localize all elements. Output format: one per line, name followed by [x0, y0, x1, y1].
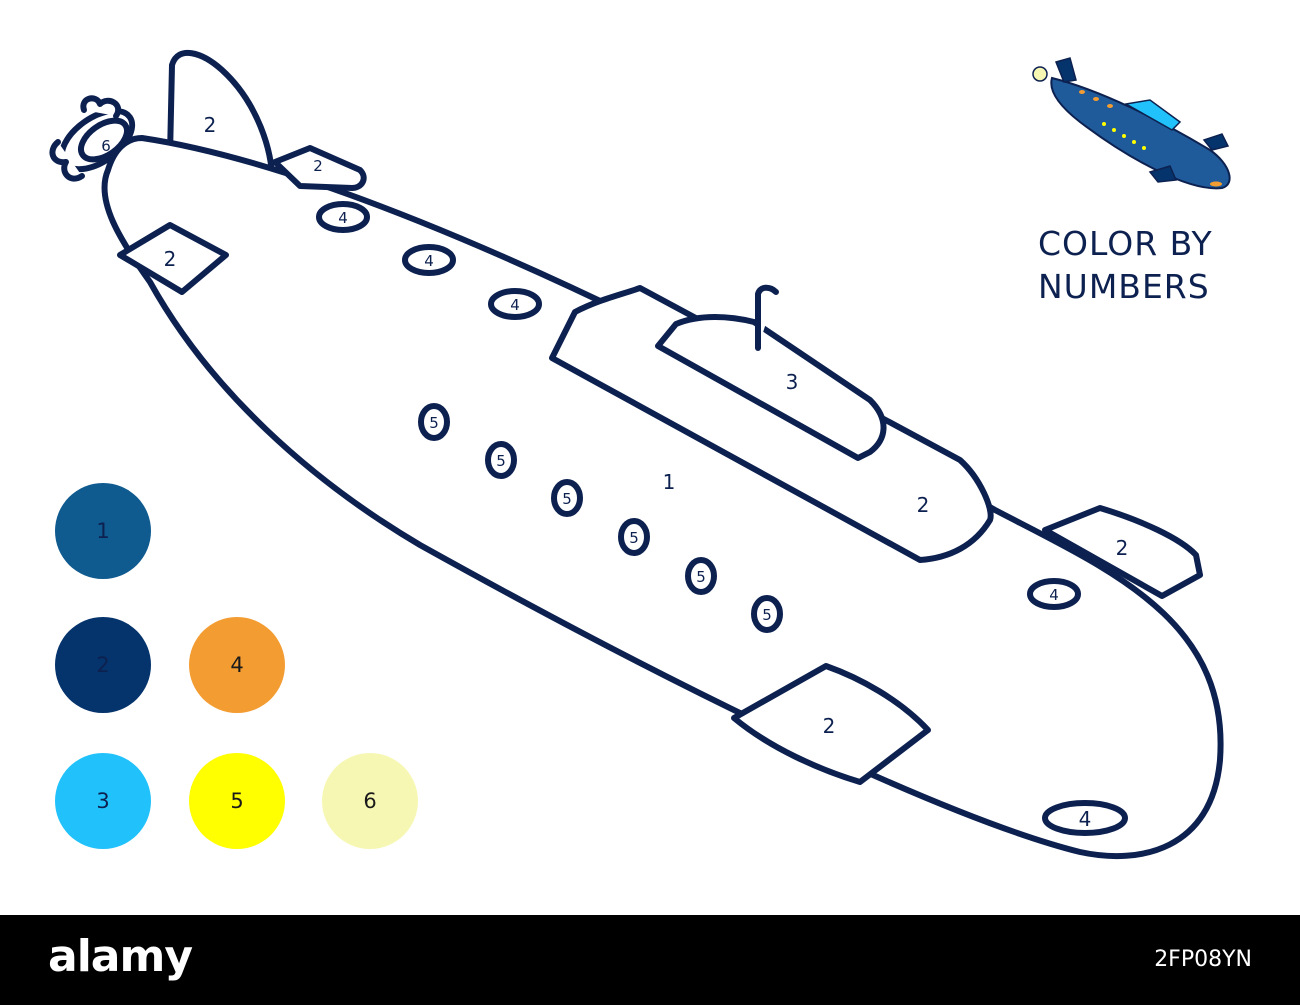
- window-number: 4: [338, 209, 348, 227]
- preview-porthole: [1132, 140, 1136, 144]
- hull-number: 1: [663, 470, 676, 494]
- porthole: 5: [485, 441, 517, 479]
- window: 4: [1042, 800, 1128, 836]
- swatch-label: 3: [96, 789, 109, 813]
- swatch-circle: [55, 617, 151, 713]
- preview-tower: [1123, 99, 1182, 131]
- preview-fin: [1054, 57, 1077, 83]
- porthole: 5: [551, 479, 583, 517]
- stern-plane-lower-number: 2: [164, 247, 177, 271]
- preview-porthole: [1112, 128, 1116, 132]
- window-number: 4: [424, 252, 434, 270]
- bow-plane-upper: 2: [1042, 505, 1203, 599]
- preview-window: [1079, 90, 1085, 94]
- stern-plane-upper-number: 2: [313, 157, 323, 175]
- window-number: 4: [1079, 807, 1092, 831]
- coloring-page: 6 2 1 2 2 2 3: [49, 49, 1231, 860]
- conning-tower: 2: [549, 285, 994, 563]
- swatch-circle: [189, 617, 285, 713]
- tower-top: 3: [655, 284, 887, 461]
- porthole: 5: [418, 403, 450, 441]
- porthole-number: 5: [762, 606, 772, 624]
- color-swatch: 6: [322, 753, 418, 849]
- preview-porthole: [1122, 134, 1126, 138]
- porthole-number: 5: [496, 452, 506, 470]
- window-number: 4: [1049, 586, 1059, 604]
- propeller-number: 6: [101, 137, 111, 155]
- bow-plane-lower: 2: [731, 663, 931, 785]
- stock-footer-bar: alamy 2FP08YN: [0, 915, 1300, 1005]
- porthole-number: 5: [562, 490, 572, 508]
- image-id: 2FP08YN: [1154, 947, 1252, 972]
- swatch-circle: [55, 753, 151, 849]
- swatch-label: 2: [96, 653, 109, 677]
- swatch-circle: [189, 753, 285, 849]
- submarine-outline: 6 2 1 2 2 2 3: [49, 49, 1224, 860]
- bow-plane-lower-number: 2: [823, 714, 836, 738]
- porthole: 5: [618, 518, 650, 556]
- preview-porthole: [1102, 122, 1106, 126]
- porthole: 5: [685, 557, 717, 595]
- swatch-circle: [322, 753, 418, 849]
- color-swatch: 5: [189, 753, 285, 849]
- swatch-label: 5: [230, 789, 243, 813]
- window-number: 4: [510, 296, 520, 314]
- window: 4: [316, 201, 370, 233]
- color-swatch: 2: [55, 617, 151, 713]
- swatch-circle: [55, 483, 151, 579]
- porthole-number: 5: [696, 568, 706, 586]
- preview-window: [1210, 181, 1222, 187]
- porthole-number: 5: [629, 529, 639, 547]
- conning-tower-number: 2: [917, 493, 930, 517]
- title-line-2: NUMBERS: [1038, 267, 1210, 306]
- preview-window: [1107, 104, 1113, 108]
- color-swatch: 1: [55, 483, 151, 579]
- color-swatch: 3: [55, 753, 151, 849]
- brand-logo: alamy: [48, 931, 193, 982]
- color-legend: 1 2 4 3 5 6: [55, 483, 418, 849]
- tail-fin-top-number: 2: [204, 113, 217, 137]
- title-line-1: COLOR BY: [1038, 224, 1213, 263]
- preview-submarine: [1032, 57, 1231, 190]
- preview-window: [1093, 97, 1099, 101]
- bow-plane-upper-number: 2: [1116, 536, 1129, 560]
- preview-porthole: [1142, 146, 1146, 150]
- porthole: 5: [751, 595, 783, 633]
- swatch-label: 6: [363, 789, 376, 813]
- preview-propeller: [1032, 66, 1048, 82]
- swatch-label: 1: [96, 519, 109, 543]
- window: 4: [488, 288, 542, 320]
- stern-plane-upper: 2: [272, 145, 367, 191]
- preview-hull: [1050, 76, 1231, 190]
- preview-fin: [1148, 165, 1178, 183]
- tower-top-number: 3: [786, 370, 799, 394]
- preview-fin: [1202, 133, 1230, 151]
- color-swatch: 4: [189, 617, 285, 713]
- porthole-number: 5: [429, 414, 439, 432]
- window: 4: [402, 244, 456, 276]
- window: 4: [1027, 578, 1081, 610]
- swatch-label: 4: [230, 653, 243, 677]
- stern-plane-lower: 2: [117, 222, 229, 295]
